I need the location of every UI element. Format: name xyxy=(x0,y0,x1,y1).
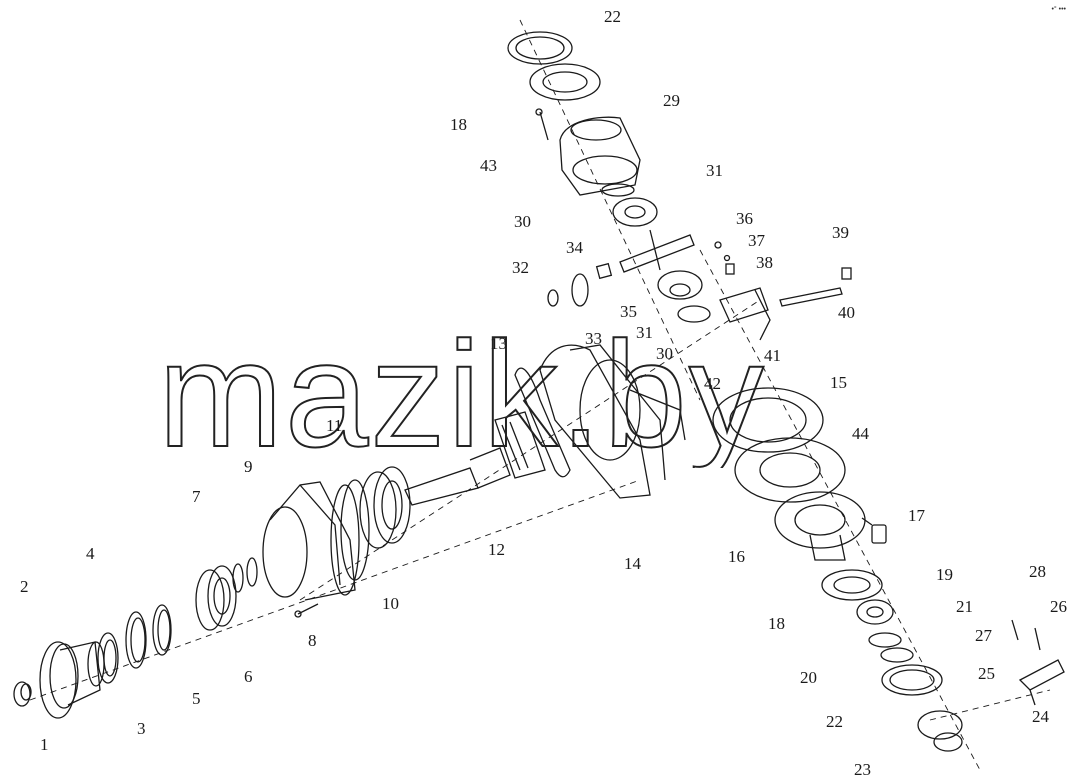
callout-43: 43 xyxy=(480,156,497,175)
callout-30-top: 30 xyxy=(514,212,531,231)
part-pinion-bearing xyxy=(359,466,411,549)
callout-21: 21 xyxy=(956,597,973,616)
part-seal xyxy=(97,632,119,684)
callout-5: 5 xyxy=(192,689,201,708)
callout-32: 32 xyxy=(512,258,529,277)
callout-11: 11 xyxy=(326,416,343,435)
part-shift-fork xyxy=(719,287,771,341)
callout-36: 36 xyxy=(736,209,753,228)
callout-18-top: 18 xyxy=(450,115,467,134)
part-cross-shaft xyxy=(619,229,695,273)
callout-3: 3 xyxy=(137,719,146,738)
part-ring-small xyxy=(152,604,172,656)
part-planet-gear xyxy=(856,599,894,625)
callout-9: 9 xyxy=(244,457,253,476)
callout-40: 40 xyxy=(838,303,855,322)
callout-1: 1 xyxy=(40,735,49,754)
callout-4: 4 xyxy=(86,544,95,563)
part-bolt xyxy=(294,603,319,618)
callout-39: 39 xyxy=(832,223,849,242)
part-shift-rod xyxy=(779,267,852,307)
callout-22-bottom: 22 xyxy=(826,712,843,731)
callout-7: 7 xyxy=(192,487,201,506)
callout-26: 26 xyxy=(1050,597,1067,616)
part-thrust-washer-lower xyxy=(677,305,711,323)
part-bearing xyxy=(195,565,237,631)
callout-31-bottom: 31 xyxy=(636,323,653,342)
callout-16: 16 xyxy=(728,547,745,566)
callout-34: 34 xyxy=(566,238,583,257)
corner-mark: •° ••• xyxy=(1051,6,1066,13)
part-small-fasteners xyxy=(714,241,735,275)
part-hub-bolt xyxy=(861,517,887,544)
callout-23: 23 xyxy=(854,760,871,779)
part-carrier-housing xyxy=(539,344,686,499)
part-lower-bearing xyxy=(821,569,883,601)
callout-33: 33 xyxy=(585,329,602,348)
part-gasket xyxy=(340,479,370,581)
part-pin xyxy=(535,108,549,141)
part-brake-disc xyxy=(734,437,846,503)
callout-35: 35 xyxy=(620,302,637,321)
part-upper-ring xyxy=(507,31,573,65)
part-ring xyxy=(125,611,147,669)
part-side-gear-lower xyxy=(657,270,703,300)
part-differential-case xyxy=(559,116,641,196)
callout-27: 27 xyxy=(975,626,992,645)
callout-20: 20 xyxy=(800,668,817,687)
part-upper-bearing xyxy=(529,63,601,101)
callout-2: 2 xyxy=(20,577,29,596)
callout-18-bottom: 18 xyxy=(768,614,785,633)
callout-19: 19 xyxy=(936,565,953,584)
callout-31-top: 31 xyxy=(706,161,723,180)
part-spacers xyxy=(232,557,258,593)
callout-30-bottom: 30 xyxy=(656,344,673,363)
part-bracket xyxy=(1011,619,1065,706)
callout-14: 14 xyxy=(624,554,641,573)
part-housing-gasket xyxy=(514,367,571,478)
part-pinion-shaft xyxy=(404,411,546,506)
callout-8: 8 xyxy=(308,631,317,650)
part-spider-gear xyxy=(571,273,589,307)
part-nut xyxy=(13,681,32,707)
part-block xyxy=(595,262,613,280)
callout-38: 38 xyxy=(756,253,773,272)
callout-22-top: 22 xyxy=(604,7,621,26)
callout-10: 10 xyxy=(382,594,399,613)
callout-41: 41 xyxy=(764,346,781,365)
callout-6: 6 xyxy=(244,667,253,686)
callout-44: 44 xyxy=(852,424,869,443)
part-pinion-housing xyxy=(262,481,360,601)
callout-29: 29 xyxy=(663,91,680,110)
callout-28: 28 xyxy=(1029,562,1046,581)
part-flange xyxy=(39,641,105,719)
callout-15: 15 xyxy=(830,373,847,392)
callout-24: 24 xyxy=(1032,707,1049,726)
callout-13: 13 xyxy=(490,334,507,353)
assembly-axis-lines xyxy=(29,19,1051,771)
part-spider-washer xyxy=(547,289,559,307)
part-washer xyxy=(880,647,914,663)
part-ring-gear xyxy=(712,387,824,453)
part-snap-ring xyxy=(868,632,902,648)
callout-37: 37 xyxy=(748,231,765,250)
callout-25: 25 xyxy=(978,664,995,683)
callout-42: 42 xyxy=(704,374,721,393)
callout-17: 17 xyxy=(908,506,925,525)
callout-12: 12 xyxy=(488,540,505,559)
part-thrust-washer xyxy=(601,183,635,197)
part-side-gear xyxy=(612,197,658,227)
part-lower-ring xyxy=(881,664,943,696)
part-end-cap xyxy=(917,710,963,752)
